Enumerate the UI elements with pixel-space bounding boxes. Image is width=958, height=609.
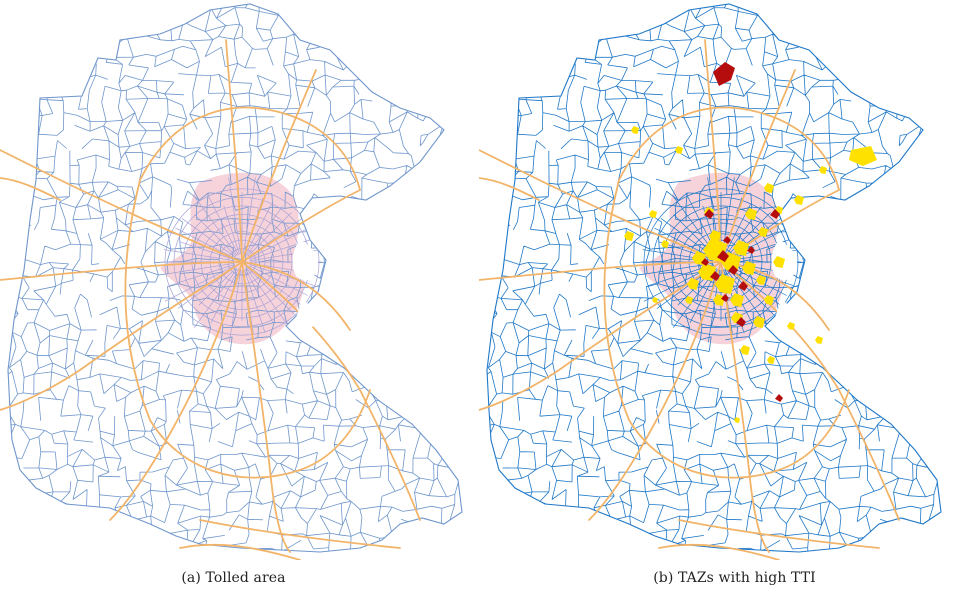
map-panel-tolled-area: (a) Tolled area xyxy=(0,3,463,586)
high-tti-zone-19 xyxy=(624,231,634,241)
highway-9 xyxy=(241,261,421,521)
highway-7 xyxy=(479,149,722,263)
high-tti-zone-5 xyxy=(733,240,749,256)
very-high-tti-zone-7 xyxy=(747,246,755,254)
highway-10 xyxy=(241,261,351,331)
high-tti-zone-22 xyxy=(819,166,827,174)
harbor-water xyxy=(292,240,319,281)
high-tti-zone-24 xyxy=(631,126,639,134)
high-tti-zone-27 xyxy=(767,356,775,364)
high-tti-zone-26 xyxy=(787,322,795,330)
high-tti-zone-northeast xyxy=(849,146,877,166)
very-high-tti-zone-11 xyxy=(775,394,783,402)
highway-12 xyxy=(618,106,840,191)
high-tti-zone-4 xyxy=(715,274,735,294)
high-tti-zone-33 xyxy=(652,297,658,303)
very-high-tti-zone-8 xyxy=(704,209,714,219)
high-tti-zone-25 xyxy=(764,183,774,193)
highways xyxy=(479,39,900,560)
highway-13 xyxy=(0,177,61,201)
highway-4 xyxy=(241,261,291,553)
highway-5 xyxy=(109,261,243,521)
highway-3 xyxy=(720,189,840,263)
map-panel-high-tti: (b) TAZs with high TTI xyxy=(479,0,958,609)
high-tti-zone-28 xyxy=(740,345,750,355)
highway-8 xyxy=(479,261,722,411)
high-tti-zone-8 xyxy=(713,294,725,306)
high-tti-zone-9 xyxy=(730,293,744,307)
high-tti-zone-20 xyxy=(649,210,657,218)
highway-5 xyxy=(588,261,722,521)
highway-9 xyxy=(720,261,900,521)
high-tti-zone-34 xyxy=(661,240,669,248)
very-high-tti-zone-4 xyxy=(738,281,748,291)
very-high-tti-zone-10 xyxy=(736,317,746,327)
very-high-tti-zone-5 xyxy=(701,258,709,266)
highway-6 xyxy=(0,261,243,281)
high-tti-zone-7 xyxy=(742,261,756,275)
water-areas xyxy=(292,240,319,328)
highway-13 xyxy=(479,177,540,201)
highway-7 xyxy=(0,149,243,263)
highway-1 xyxy=(704,39,722,263)
very-high-tti-zone-2 xyxy=(710,271,720,281)
high-tti-zone-13 xyxy=(745,208,757,220)
highway-3 xyxy=(241,189,361,263)
region-outline xyxy=(486,3,942,553)
highway-8 xyxy=(0,261,243,411)
high-tti-zone-18 xyxy=(709,230,721,242)
caption-high-tti: (b) TAZs with high TTI xyxy=(653,570,816,586)
highway-14 xyxy=(199,519,401,549)
very-high-tti-zone-north xyxy=(713,62,735,86)
high-tti-zone-10 xyxy=(687,278,699,290)
high-tti-zone-17 xyxy=(764,295,774,305)
very-high-tti-zone-6 xyxy=(723,236,731,244)
high-tti-zone-21 xyxy=(794,195,804,205)
tolled-area-map xyxy=(0,3,463,560)
highway-14 xyxy=(678,519,880,549)
bay-water xyxy=(296,300,317,328)
high-tti-zones xyxy=(624,62,877,423)
high-tti-zone-11 xyxy=(758,227,768,237)
high-tti-zone-23 xyxy=(675,146,683,154)
highway-12 xyxy=(139,106,361,191)
high-tti-map xyxy=(479,3,942,560)
high-tti-zone-12 xyxy=(773,256,785,268)
highway-2 xyxy=(241,69,317,263)
highway-11 xyxy=(603,179,850,479)
highway-15 xyxy=(179,543,301,560)
very-high-tti-zone-12 xyxy=(721,294,729,302)
very-high-tti-zone-3 xyxy=(728,265,738,275)
highway-4 xyxy=(720,261,770,553)
very-high-tti-zone-1 xyxy=(717,250,729,262)
highway-1 xyxy=(225,39,243,263)
high-tti-zone-35 xyxy=(756,275,766,285)
caption-tolled-area: (a) Tolled area xyxy=(181,570,286,586)
high-tti-zone-32 xyxy=(685,296,693,304)
highways xyxy=(0,39,421,560)
bay-water xyxy=(775,300,796,328)
high-tti-zone-16 xyxy=(753,316,765,328)
high-tti-zone-30 xyxy=(815,336,823,344)
region-outline xyxy=(7,3,463,553)
very-high-tti-zone-9 xyxy=(770,209,780,219)
highway-10 xyxy=(720,261,830,331)
highway-15 xyxy=(658,543,780,560)
high-tti-zone-29 xyxy=(734,417,740,423)
highway-11 xyxy=(124,179,371,479)
